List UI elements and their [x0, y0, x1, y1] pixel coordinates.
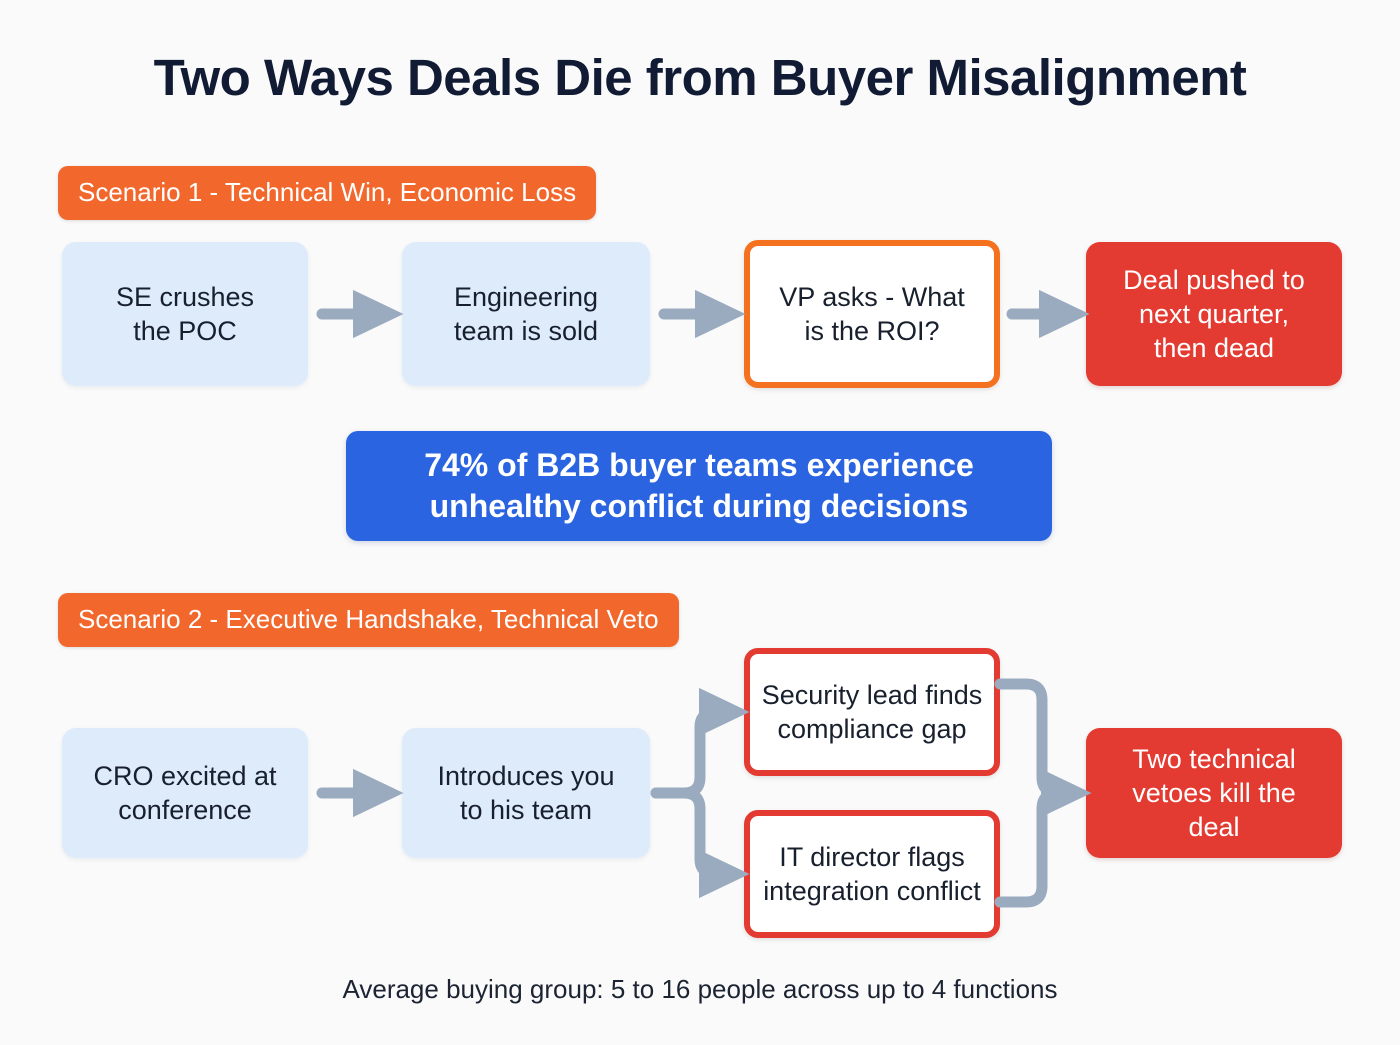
scenario-2-badge: Scenario 2 - Executive Handshake, Techni…: [58, 593, 679, 647]
scenario-1-badge: Scenario 1 - Technical Win, Economic Los…: [58, 166, 597, 220]
connector-branch-split: [650, 687, 750, 899]
footnote: Average buying group: 5 to 16 people acr…: [342, 974, 1058, 1004]
connector-branch-merge: [994, 678, 1092, 908]
page-title: Two Ways Deals Die from Buyer Misalignme…: [153, 49, 1247, 106]
